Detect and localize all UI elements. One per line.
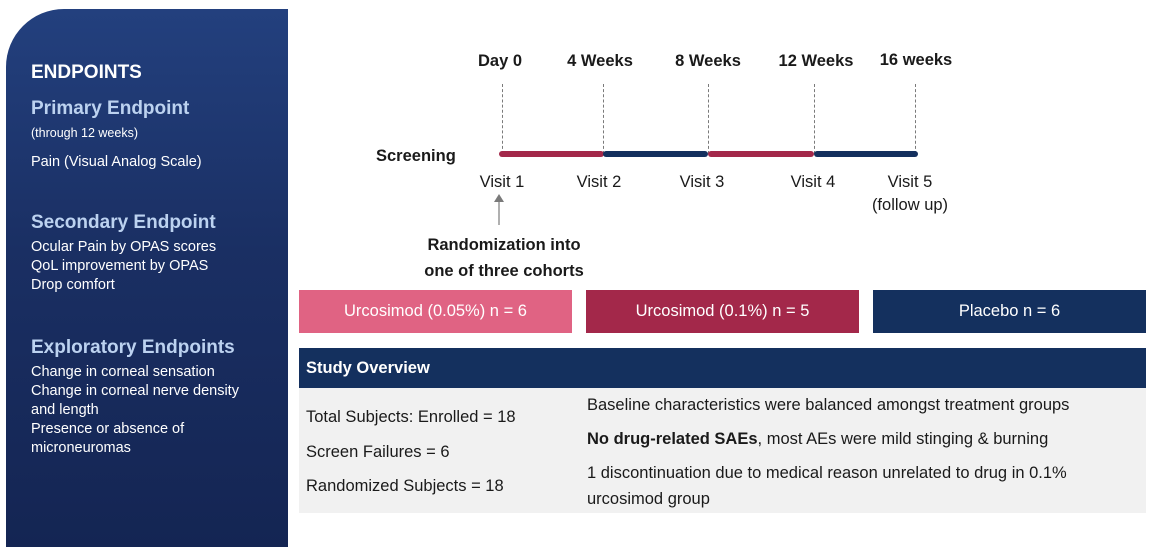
screening-label: Screening — [376, 147, 456, 165]
randomization-line: one of three cohorts — [424, 262, 584, 280]
cohort-box-placebo: Placebo n = 6 — [873, 290, 1146, 333]
timepoint-divider — [603, 84, 604, 154]
overview-note-rest: , most AEs were mild stinging & burning — [757, 430, 1049, 448]
exploratory-endpoint-item: and length — [31, 402, 99, 418]
timeline-segment — [708, 151, 814, 157]
timepoint-divider — [814, 84, 815, 154]
exploratory-endpoints-heading: Exploratory Endpoints — [31, 337, 235, 358]
primary-endpoint-note: (through 12 weeks) — [31, 126, 139, 140]
exploratory-endpoint-item: Change in corneal sensation — [31, 364, 215, 380]
overview-stat: Randomized Subjects = 18 — [306, 477, 504, 495]
endpoints-title: ENDPOINTS — [31, 62, 142, 83]
timepoint-label: 16 weeks — [879, 51, 953, 69]
exploratory-endpoint-item: Presence or absence of — [31, 421, 185, 437]
secondary-endpoint-item: Drop comfort — [31, 277, 115, 293]
timepoint-divider — [915, 84, 916, 154]
primary-endpoint-heading: Primary Endpoint — [31, 98, 190, 119]
visit-label: Visit 5 — [887, 173, 933, 191]
timeline-segment — [603, 151, 708, 157]
visit-label: Visit 3 — [679, 173, 725, 191]
cohort-box-urcosimod-01: Urcosimod (0.1%) n = 5 — [586, 290, 859, 333]
visit-label: Visit 2 — [576, 173, 622, 191]
randomization-arrow-icon — [494, 194, 504, 225]
visit-label: Visit 1 — [479, 173, 525, 191]
overview-note: urcosimod group — [587, 490, 710, 508]
timepoint-divider — [708, 84, 709, 154]
visit-label: Visit 4 — [790, 173, 836, 191]
randomization-line: Randomization into — [427, 236, 581, 254]
overview-note: Baseline characteristics were balanced a… — [587, 396, 1070, 414]
secondary-endpoint-item: QoL improvement by OPAS — [31, 258, 209, 274]
primary-endpoint-item: Pain (Visual Analog Scale) — [31, 154, 202, 170]
randomization-label: Randomization into one of three cohorts — [424, 232, 584, 284]
timepoint-label: 8 Weeks — [675, 52, 741, 70]
timepoint-label: Day 0 — [477, 52, 523, 70]
timepoint-label: 12 Weeks — [778, 52, 854, 70]
overview-note-bold: No drug-related SAEs — [587, 430, 758, 448]
endpoints-panel: ENDPOINTS Primary Endpoint (through 12 w… — [6, 9, 288, 547]
timeline-segment — [499, 151, 604, 157]
visit5-note: (follow up) — [871, 196, 949, 214]
overview-stat: Total Subjects: Enrolled = 18 — [306, 408, 516, 426]
exploratory-endpoint-item: Change in corneal nerve density — [31, 383, 239, 399]
timepoint-label: 4 Weeks — [567, 52, 633, 70]
exploratory-endpoint-item: microneuromas — [31, 440, 131, 456]
overview-stat: Screen Failures = 6 — [306, 443, 450, 461]
overview-note: 1 discontinuation due to medical reason … — [587, 464, 1067, 482]
timeline-segment — [814, 151, 918, 157]
study-overview-body — [299, 388, 1146, 513]
study-overview-title: Study Overview — [306, 358, 430, 377]
overview-note: No drug-related SAEs, most AEs were mild… — [587, 430, 1048, 449]
secondary-endpoint-heading: Secondary Endpoint — [31, 212, 216, 233]
timepoint-divider — [502, 84, 503, 154]
cohort-box-urcosimod-005: Urcosimod (0.05%) n = 6 — [299, 290, 572, 333]
secondary-endpoint-item: Ocular Pain by OPAS scores — [31, 239, 217, 255]
study-overview-header: Study Overview — [299, 348, 1146, 388]
